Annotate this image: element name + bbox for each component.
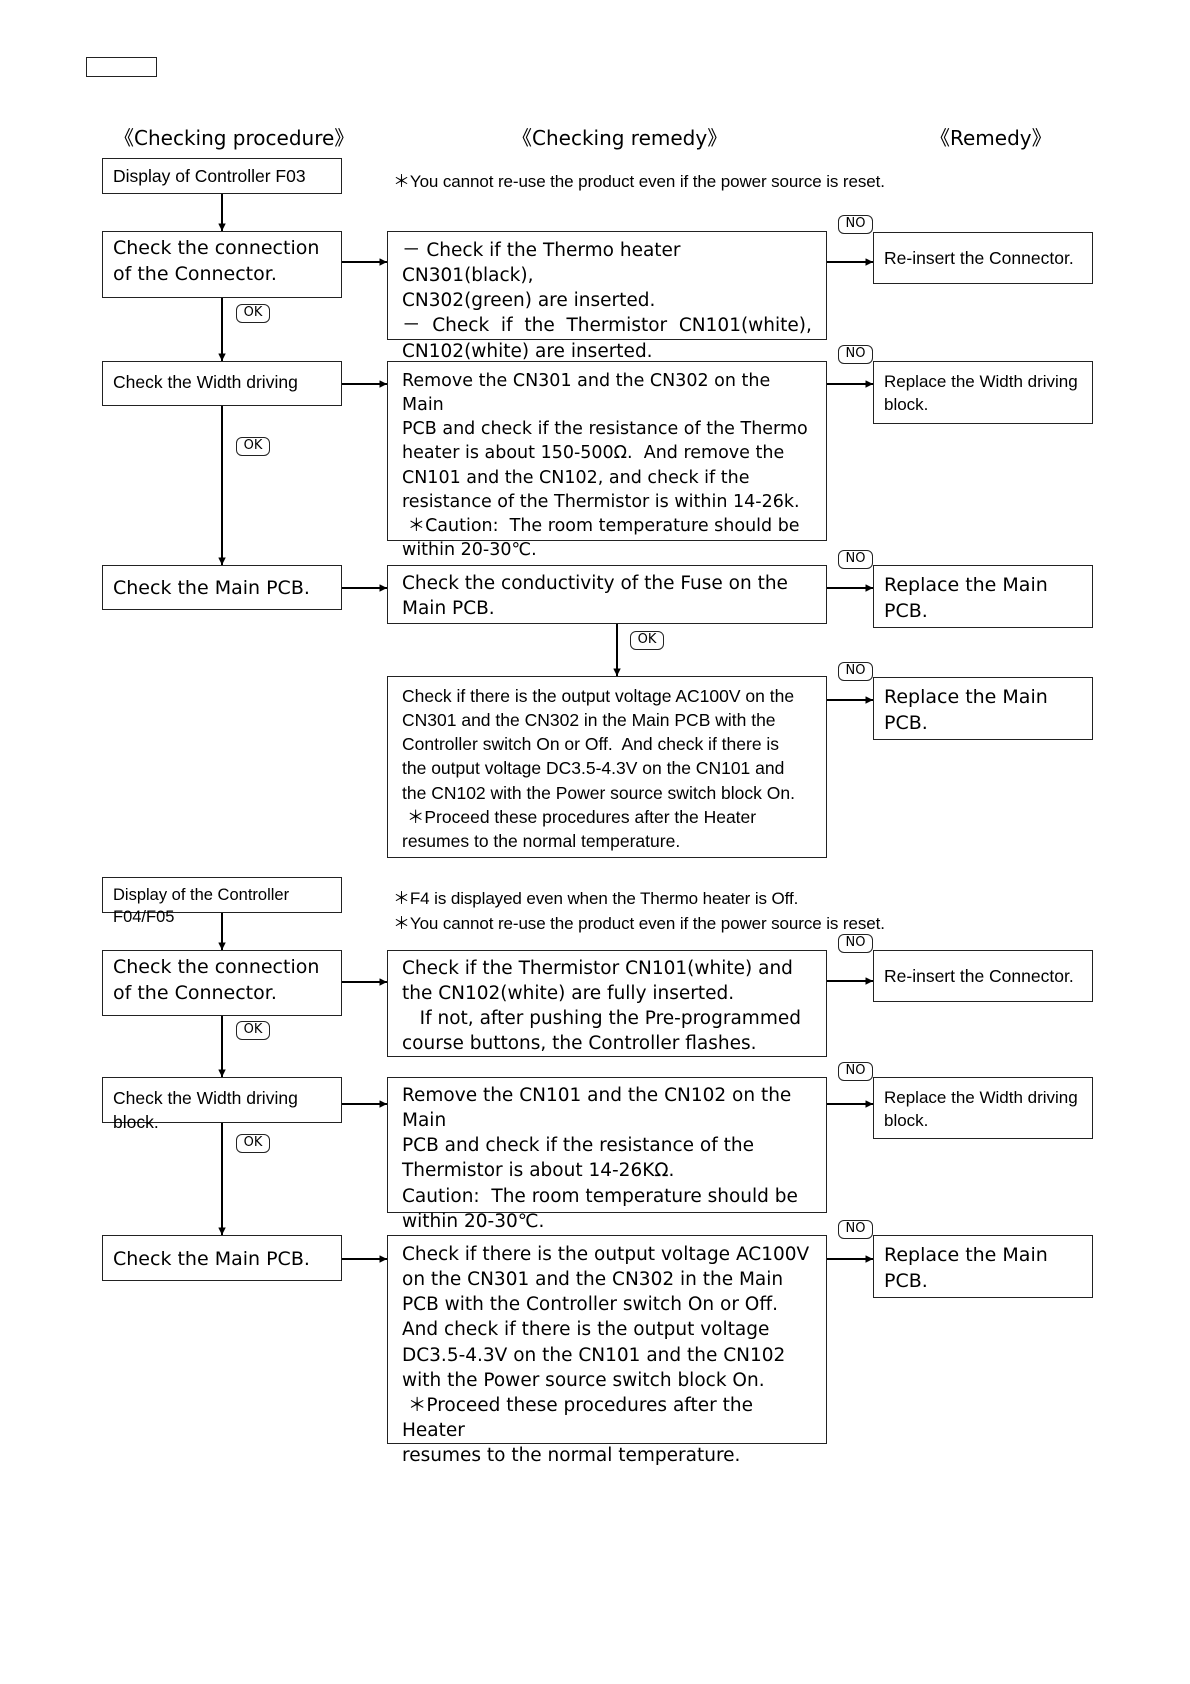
header-checking-remedy: 《Checking remedy》 [512, 126, 728, 150]
start-box-f04: Display of the Controller F04/F05 [102, 877, 342, 926]
no-label: NO [838, 1062, 873, 1081]
note-f04-2: ＊You cannot re-use the product even if t… [393, 914, 885, 933]
ok-label: OK [236, 304, 270, 323]
blank-label-box [86, 57, 157, 77]
remedy-box-f03-reinsert: Re-insert the Connector. [873, 232, 1093, 284]
procedure-box-f04-main-pcb: Check the Main PCB. [102, 1235, 342, 1281]
ok-label: OK [236, 437, 270, 456]
ok-label: OK [236, 1021, 270, 1040]
procedure-box-f03-connection: Check the connection of the Connector. [102, 231, 342, 298]
check-box-f03-output-voltage: Check if there is the output voltage AC1… [387, 676, 827, 858]
remedy-box-f04-replace-width: Replace the Width driving block. [873, 1077, 1093, 1139]
check-box-f03-connection: － Check if the Thermo heater CN301(black… [387, 231, 827, 362]
no-label: NO [838, 662, 873, 681]
remedy-box-f04-replace-main: Replace the Main PCB. [873, 1235, 1093, 1298]
no-label: NO [838, 1220, 873, 1239]
check-box-f04-connection: Check if the Thermistor CN101(white) and… [387, 950, 827, 1057]
remedy-box-f03-replace-width: Replace the Width driving block. [873, 361, 1093, 424]
remedy-box-f03-replace-main-1: Replace the Main PCB. [873, 565, 1093, 628]
check-box-f04-output-voltage: Check if there is the output voltage AC1… [387, 1235, 827, 1466]
note-f03: ＊You cannot re-use the product even if t… [393, 172, 885, 191]
header-remedy: 《Remedy》 [930, 126, 1052, 150]
no-label: NO [838, 550, 873, 569]
check-box-f03-width-driving: Remove the CN301 and the CN302 on the Ma… [387, 361, 827, 560]
no-label: NO [838, 934, 873, 953]
remedy-box-f03-replace-main-2: Replace the Main PCB. [873, 677, 1093, 740]
start-box-f03: Display of Controller F03 [102, 158, 342, 194]
no-label: NO [838, 345, 873, 364]
check-box-f04-width-driving: Remove the CN101 and the CN102 on the Ma… [387, 1077, 827, 1232]
procedure-box-f03-width-driving: Check the Width driving [102, 361, 342, 406]
note-f04-1: ＊F4 is displayed even when the Thermo he… [393, 889, 799, 908]
no-label: NO [838, 215, 873, 234]
procedure-box-f03-main-pcb: Check the Main PCB. [102, 565, 342, 610]
procedure-box-f04-connection: Check the connection of the Connector. [102, 950, 342, 1016]
remedy-box-f04-reinsert: Re-insert the Connector. [873, 950, 1093, 1002]
procedure-box-f04-width-driving: Check the Width driving block. [102, 1077, 342, 1132]
ok-label: OK [236, 1134, 270, 1153]
check-box-f03-fuse: Check the conductivity of the Fuse on th… [387, 565, 827, 624]
header-checking-procedure: 《Checking procedure》 [114, 126, 355, 150]
ok-label: OK [630, 631, 664, 650]
